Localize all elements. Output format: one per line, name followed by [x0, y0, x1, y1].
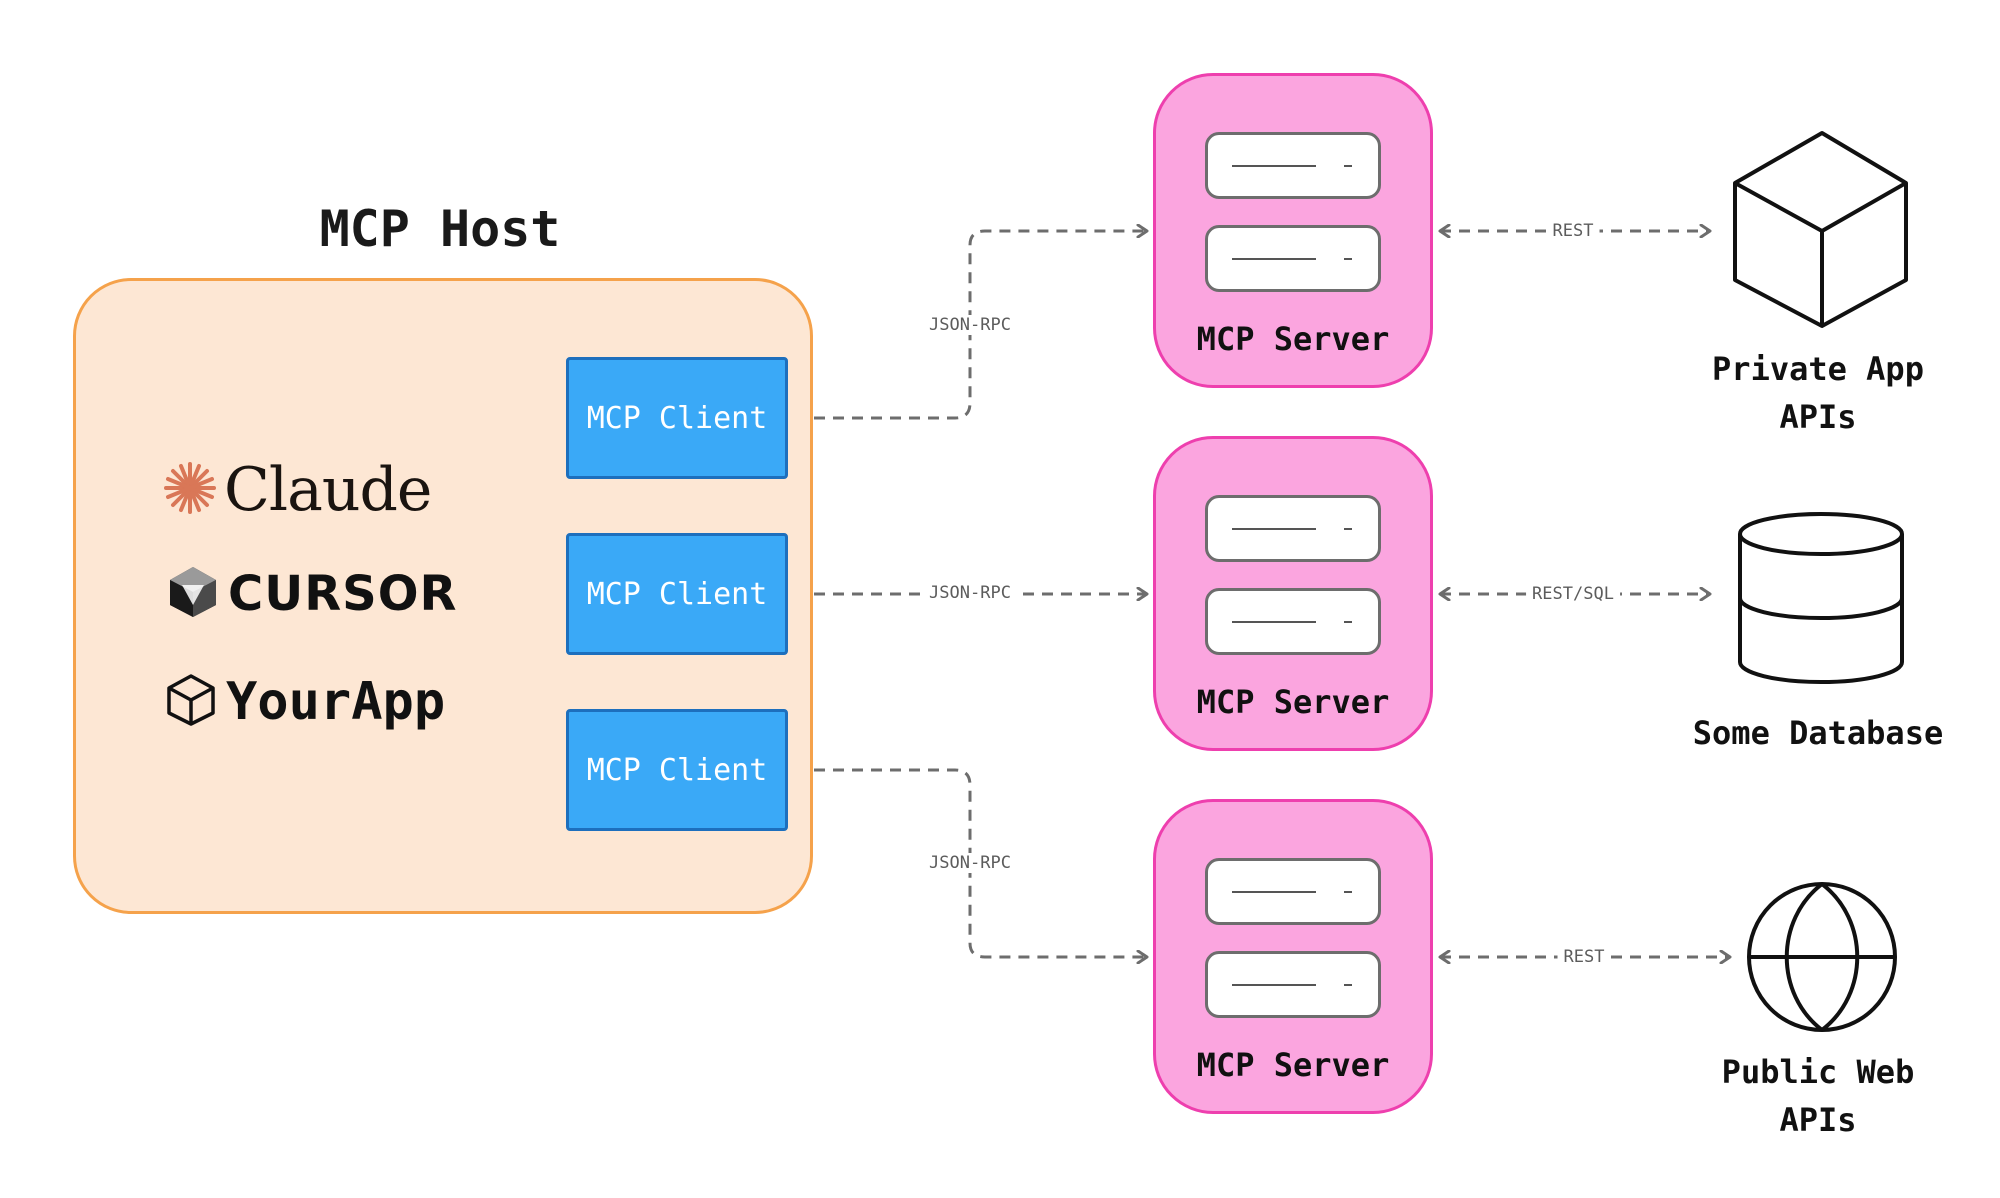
mcp-client-1: MCP Client: [566, 357, 788, 479]
server-label: MCP Server: [1196, 320, 1390, 358]
json-rpc-label-2: JSON-RPC: [923, 583, 1017, 603]
mcp-server-1: MCP Server: [1153, 73, 1433, 388]
some-database-label: Some Database: [1692, 714, 1944, 752]
mcp-client-2: MCP Client: [566, 533, 788, 655]
yourapp-app: YourApp: [166, 672, 445, 732]
server-rack-icon: [1205, 588, 1381, 655]
claude-label: Claude: [224, 455, 432, 525]
server-rack-icon: [1205, 858, 1381, 925]
rest-label-1: REST: [1546, 221, 1600, 241]
cursor-logo-icon: [168, 565, 218, 623]
mcp-server-3: MCP Server: [1153, 799, 1433, 1114]
globe-icon: [1747, 882, 1897, 1032]
database-icon: [1738, 512, 1904, 684]
server-label: MCP Server: [1196, 683, 1390, 721]
server-rack-icon: [1205, 225, 1381, 292]
server-rack-icon: [1205, 495, 1381, 562]
claude-app: Claude: [162, 455, 432, 525]
cursor-label: CURSOR: [228, 566, 458, 622]
rest-sql-label: REST/SQL: [1526, 584, 1620, 604]
cube-icon: [1733, 131, 1908, 328]
json-rpc-label-1: JSON-RPC: [923, 315, 1017, 335]
json-rpc-label-3: JSON-RPC: [923, 853, 1017, 873]
mcp-server-2: MCP Server: [1153, 436, 1433, 751]
server-rack-icon: [1205, 951, 1381, 1018]
server-label: MCP Server: [1196, 1046, 1390, 1084]
cube-outline-icon: [166, 673, 216, 731]
mcp-client-3: MCP Client: [566, 709, 788, 831]
claude-starburst-icon: [162, 460, 218, 520]
yourapp-label: YourApp: [226, 672, 446, 732]
server-rack-icon: [1205, 132, 1381, 199]
host-title: MCP Host: [319, 200, 561, 258]
cursor-app: CURSOR: [168, 565, 458, 623]
rest-label-3: REST: [1557, 947, 1611, 967]
